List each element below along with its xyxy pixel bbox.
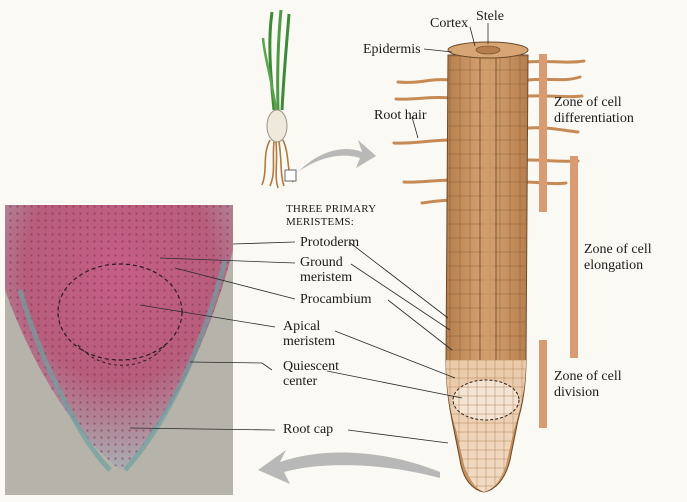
zone-division-1: Zone of cell — [554, 369, 622, 384]
label-quiescent-center-2: center — [283, 374, 318, 389]
zone-elongation-2: elongation — [584, 258, 644, 273]
label-protoderm: Protoderm — [300, 235, 360, 250]
label-apical-meristem-2: meristem — [283, 334, 336, 349]
zone-differentiation-1: Zone of cell — [554, 95, 622, 110]
label-ground-meristem-1: Ground — [300, 255, 343, 270]
label-root-hair: Root hair — [374, 108, 427, 123]
label-primary-heading-1: THREE PRIMARY — [286, 203, 377, 215]
label-root-cap: Root cap — [283, 422, 334, 437]
root-diagram — [445, 41, 529, 493]
label-ground-meristem-2: meristem — [300, 270, 353, 285]
zone-bar-differentiation — [539, 54, 547, 212]
onion-plant-icon — [261, 9, 297, 189]
zoom-arrow-right — [298, 140, 376, 172]
zone-division-2: division — [554, 385, 600, 400]
label-cortex: Cortex — [430, 16, 469, 31]
micrograph-panel — [5, 205, 233, 495]
label-primary-heading-2: MERISTEMS: — [286, 216, 355, 228]
zone-elongation-1: Zone of cell — [584, 242, 652, 257]
magnify-box — [284, 169, 297, 182]
leader-lines — [129, 23, 489, 444]
zone-bar-division — [539, 340, 547, 428]
label-procambium: Procambium — [300, 292, 372, 307]
zone-differentiation-2: differentiation — [554, 111, 634, 126]
label-quiescent-center-1: Quiescent — [283, 359, 339, 374]
label-stele: Stele — [476, 9, 504, 24]
label-apical-meristem-1: Apical — [283, 319, 321, 334]
label-epidermis: Epidermis — [363, 42, 421, 57]
zone-bar-elongation — [570, 156, 578, 358]
zoom-arrow-left — [258, 450, 440, 484]
